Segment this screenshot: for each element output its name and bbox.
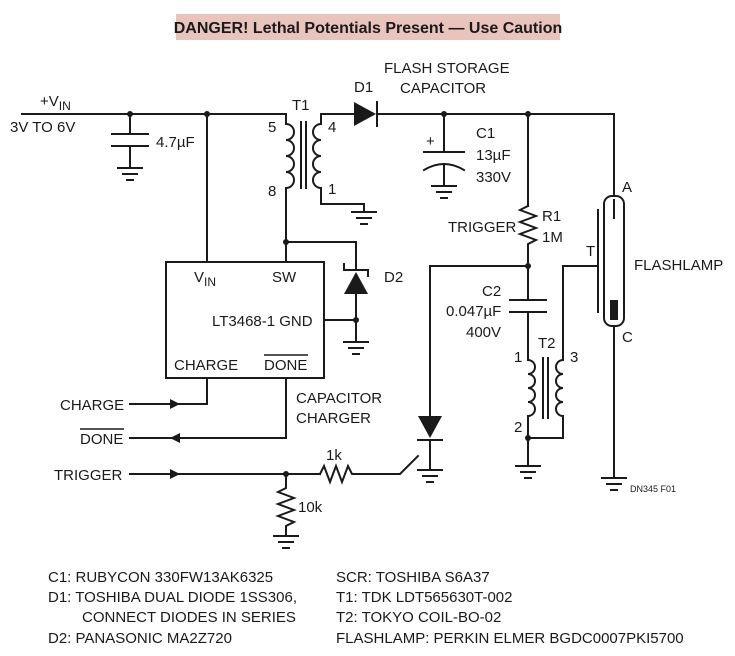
ground-symbol (417, 469, 443, 483)
c2-value: 0.047µF (446, 303, 501, 320)
t1-primary-winding (285, 113, 295, 243)
t1-core (300, 121, 307, 189)
c2-label: C2 (482, 283, 501, 300)
d2-wire (285, 241, 357, 271)
c1-label: C1 (476, 125, 495, 142)
charge-wire (129, 377, 208, 405)
trigger-input-label: TRIGGER (54, 467, 123, 484)
t2-pin3: 3 (570, 349, 578, 366)
cap-charger-label-1: CAPACITOR (296, 390, 382, 407)
gnd-junction-dot (353, 317, 359, 323)
ground-symbol (515, 465, 541, 479)
d1-label: D1 (354, 79, 373, 96)
t1-secondary-winding (312, 113, 365, 211)
d1-diode (354, 101, 378, 127)
c1-value: 13µF (476, 147, 511, 164)
c1-plus: + (426, 133, 435, 150)
ground-symbol (431, 185, 457, 199)
t2-label: T2 (538, 335, 556, 352)
t1-pin4: 4 (328, 119, 336, 136)
r-1k-resistor (318, 454, 420, 485)
flashlamp-cathode: C (622, 329, 633, 346)
vin-range-label: 3V TO 6V (10, 119, 75, 136)
r1-resistor (517, 204, 539, 267)
r1-label: R1 (542, 208, 561, 225)
vin-label: +VIN (40, 93, 71, 113)
done-arrow (170, 433, 180, 443)
hv-rail-wire (376, 113, 615, 197)
d2-label: D2 (384, 269, 403, 286)
ic-done-label: DONE (264, 357, 307, 374)
flash-cap-label-1: FLASH STORAGE (384, 60, 510, 77)
part-d1-a: D1: TOSHIBA DUAL DIODE 1SS306, (48, 589, 297, 606)
t2-pin1: 1 (514, 349, 522, 366)
charge-input-label: CHARGE (60, 397, 124, 414)
ic-gnd-wire (323, 293, 357, 341)
t1-pin8: 8 (268, 183, 276, 200)
scr-thyristor (417, 416, 443, 469)
figure-id: DN345 F01 (630, 484, 676, 494)
t1-pin5: 5 (268, 119, 276, 136)
charge-arrow (170, 399, 180, 409)
c2-capacitor (509, 265, 547, 349)
ground-symbol (351, 211, 377, 225)
input-capacitor (111, 113, 149, 167)
danger-banner (176, 14, 560, 40)
ic-name-label: LT3468-1 GND (212, 313, 313, 330)
r-10k-label: 10k (298, 499, 323, 516)
t2-core (542, 357, 549, 419)
part-flashlamp: FLASHLAMP: PERKIN ELMER BGDC0007PKI5700 (336, 630, 684, 647)
r-10k-resistor (275, 473, 297, 535)
r1-value: 1M (542, 229, 563, 246)
t2-pin2: 2 (514, 419, 522, 436)
cap-charger-label-2: CHARGER (296, 410, 371, 427)
ic-vin-label: VIN (194, 269, 216, 289)
flashlamp-anode: A (622, 179, 632, 196)
ground-symbol (273, 535, 299, 549)
t2-secondary-winding (527, 265, 564, 439)
ic-sw-label: SW (272, 269, 297, 286)
t2-primary-winding (527, 347, 536, 441)
t1-pin1: 1 (328, 181, 336, 198)
input-cap-value: 4.7µF (156, 134, 195, 151)
part-t2: T2: TOKYO COIL-BO-02 (336, 609, 501, 626)
danger-banner-text: DANGER! Lethal Potentials Present — Use … (174, 20, 563, 37)
t1-label: T1 (292, 97, 310, 114)
flashlamp (597, 195, 625, 327)
part-d1-b: CONNECT DIODES IN SERIES (82, 609, 296, 626)
trigger-node-wire (429, 265, 529, 417)
part-t1: T1: TDK LDT565630T-002 (336, 589, 512, 606)
part-scr: SCR: TOSHIBA S6A37 (336, 569, 490, 586)
ic-charge-label: CHARGE (174, 357, 238, 374)
c1-capacitor (422, 113, 466, 185)
flash-cap-label-2: CAPACITOR (400, 80, 486, 97)
d2-schottky-diode (343, 263, 369, 294)
ground-symbol (601, 477, 627, 491)
part-d2: D2: PANASONIC MA2Z720 (48, 630, 232, 647)
done-output-label: DONE (80, 431, 123, 448)
ground-symbol (117, 167, 143, 181)
c1-voltage: 330V (476, 169, 511, 186)
r-1k-label: 1k (326, 447, 342, 464)
part-c1: C1: RUBYCON 330FW13AK6325 (48, 569, 273, 586)
flashlamp-trigger: T (586, 243, 595, 260)
trigger-r1-label: TRIGGER (448, 219, 517, 236)
trigger-arrow (170, 469, 180, 479)
done-wire (129, 377, 287, 439)
ground-symbol (343, 341, 369, 355)
flashlamp-label: FLASHLAMP (634, 257, 723, 274)
c2-voltage: 400V (466, 324, 501, 341)
